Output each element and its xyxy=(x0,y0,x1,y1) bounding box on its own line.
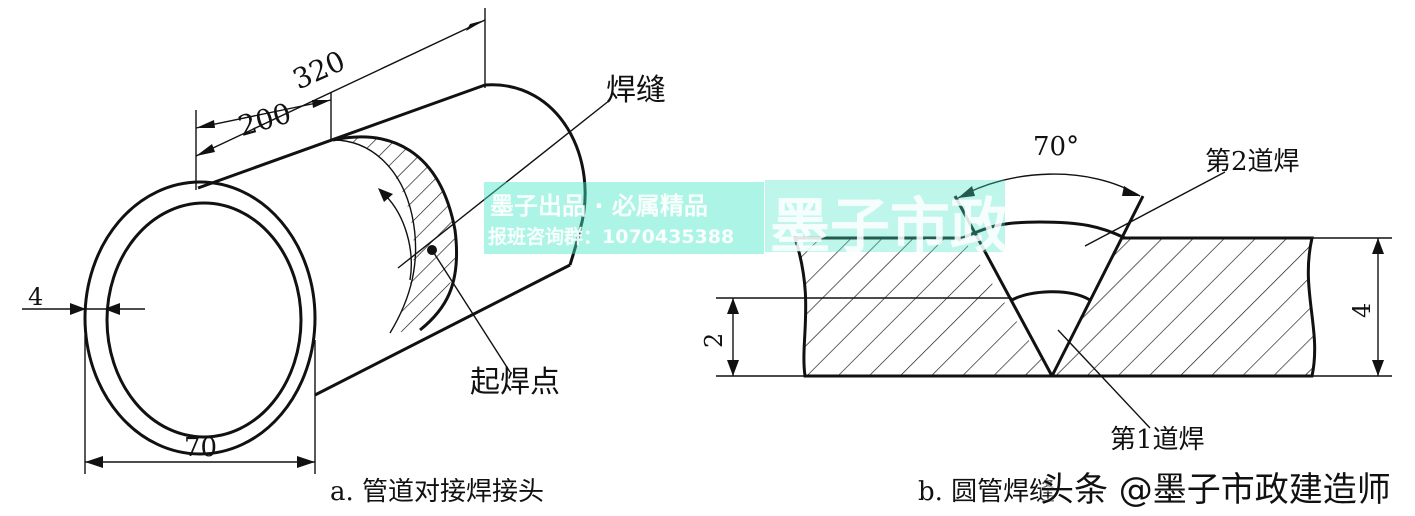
arrow-2-bottom xyxy=(727,360,739,376)
arrow-70-right xyxy=(297,456,315,468)
dim-label-2: 2 xyxy=(700,333,728,348)
angle-arrow-right xyxy=(1122,186,1140,196)
pipe-bottom-edge xyxy=(314,263,571,397)
pipe-outer-circle xyxy=(83,180,317,456)
weld-groove xyxy=(963,238,1122,376)
arrow-70-left xyxy=(85,456,103,468)
weld-band xyxy=(333,136,456,333)
arrow-320-right xyxy=(466,20,485,31)
pipe-diagram: 320 200 4 70 焊缝 起焊点 a. 管道对接焊接头 xyxy=(22,8,666,507)
dim-label-4-left: 4 xyxy=(28,283,43,311)
right-plate-outline xyxy=(1052,236,1317,378)
watermark-big-box xyxy=(765,180,1005,252)
credit-text: 头条 @墨子市政建造师 xyxy=(1040,470,1391,510)
rotation-arrow xyxy=(384,194,412,281)
leader-start-point xyxy=(431,249,511,373)
dim-label-200: 200 xyxy=(235,97,295,143)
dim-label-4-right: 4 xyxy=(1348,303,1376,318)
leader-second-pass xyxy=(1084,171,1226,247)
watermark-banner xyxy=(484,182,764,254)
groove-right-face xyxy=(1050,195,1145,377)
arrow-200-right xyxy=(312,100,331,108)
label-start-point: 起焊点 xyxy=(470,365,560,400)
arrow-4r-top xyxy=(1372,238,1384,254)
groove-section-diagram: 70° 2 4 第2道焊 第1道焊 b. 圆管焊缝 xyxy=(700,132,1392,507)
leader-weld-seam xyxy=(397,99,611,269)
arrow-2-top xyxy=(727,298,739,314)
angle-arrow-left xyxy=(958,186,975,198)
arrow-4-left xyxy=(70,303,86,315)
watermark-line2: 报班咨询群：1070435388 xyxy=(488,226,735,248)
dim-label-70-degree: 70° xyxy=(1033,132,1079,162)
left-plate xyxy=(795,238,1052,376)
caption-a: a. 管道对接焊接头 xyxy=(330,477,544,507)
watermark-big-text: 墨子市政 xyxy=(770,192,1010,262)
right-plate xyxy=(1052,238,1315,376)
label-weld-seam: 焊缝 xyxy=(606,73,666,108)
dim-line-320 xyxy=(195,19,486,157)
weld-band-inner-edge xyxy=(332,139,417,334)
leader-first-pass xyxy=(1057,329,1151,429)
watermark-line1: 墨子出品 · 必属精品 xyxy=(490,192,708,220)
left-plate-outline xyxy=(792,236,1052,378)
caption-b: b. 圆管焊缝 xyxy=(918,477,1055,507)
weld-band-outer-edge xyxy=(332,135,459,332)
label-second-pass: 第2道焊 xyxy=(1205,147,1300,177)
arrow-200-left xyxy=(196,120,215,128)
pipe-inner-circle xyxy=(105,201,303,439)
angle-arc xyxy=(957,173,1141,199)
pipe-far-end xyxy=(484,83,587,266)
rotation-arrowhead xyxy=(378,188,393,202)
arrow-4-right xyxy=(104,303,120,315)
pipe-top-edge xyxy=(197,83,486,190)
weld-cap xyxy=(957,220,1126,242)
groove-left-face xyxy=(953,195,1054,377)
dim-line-200 xyxy=(195,99,332,129)
arrow-320-left xyxy=(196,144,215,156)
label-first-pass: 第1道焊 xyxy=(1110,425,1205,455)
first-pass-boundary xyxy=(1011,290,1091,302)
dim-label-70: 70 xyxy=(184,433,217,463)
arrow-4r-bottom xyxy=(1372,360,1384,376)
